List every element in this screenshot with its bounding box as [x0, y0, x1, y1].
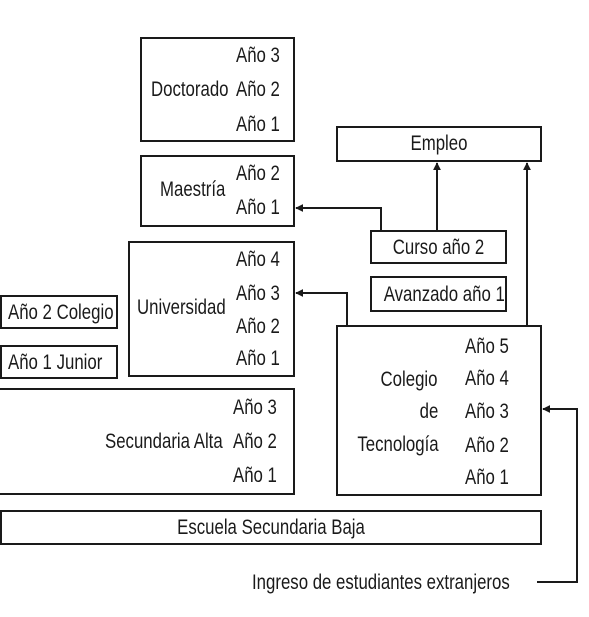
- arrow-curso-to-maestria: [295, 204, 382, 230]
- doctorado-year-3: Año 3: [236, 44, 280, 67]
- colegio-year-2-box: [0, 295, 118, 329]
- empleo-label: Empleo: [410, 132, 468, 155]
- junior-year-1-label: Año 1 Junior: [8, 351, 103, 374]
- universidad-year-4: Año 4: [236, 248, 280, 271]
- colegio-tecnologia-label-line-2: de: [419, 400, 439, 423]
- colegio-tecnologia-year-4: Año 4: [465, 367, 509, 390]
- arrow-colegio-tecnologia-to-universidad: [295, 289, 348, 325]
- secundaria-baja-label: Escuela Secundaria Baja: [177, 516, 365, 539]
- doctorado-year-1: Año 1: [236, 113, 280, 136]
- colegio-tecnologia-box: [336, 325, 542, 496]
- empleo-box: [336, 126, 542, 162]
- avanzado-box: [370, 276, 507, 312]
- maestria-year-2: Año 2: [236, 162, 280, 185]
- universidad-year-3: Año 3: [236, 282, 280, 305]
- junior-year-1-box: [0, 345, 118, 379]
- curso-label: Curso año 2: [392, 236, 485, 259]
- universidad-year-1: Año 1: [236, 347, 280, 370]
- universidad-year-2: Año 2: [236, 315, 280, 338]
- doctorado-label: Doctorado: [151, 78, 229, 101]
- colegio-tecnologia-year-5: Año 5: [465, 335, 509, 358]
- colegio-tecnologia-label-line-1: Colegio: [380, 368, 438, 391]
- curso-box: [370, 230, 507, 264]
- arrow-ingreso-to-colegio-tecnologia: [537, 405, 578, 583]
- maestria-box: [140, 155, 295, 227]
- universidad-label: Universidad: [137, 296, 226, 319]
- maestria-year-1: Año 1: [236, 196, 280, 219]
- secundaria-alta-year-2: Año 2: [233, 430, 277, 453]
- ingreso-label: Ingreso de estudiantes extranjeros: [252, 571, 510, 594]
- avanzado-label: Avanzado año 1: [383, 283, 505, 306]
- secundaria-alta-box: [0, 388, 295, 495]
- secundaria-alta-label: Secundaria Alta: [105, 430, 223, 453]
- colegio-tecnologia-year-1: Año 1: [465, 466, 509, 489]
- maestria-label: Maestría: [160, 178, 226, 201]
- doctorado-box: [140, 37, 295, 142]
- secundaria-alta-year-3: Año 3: [233, 396, 277, 419]
- doctorado-year-2: Año 2: [236, 78, 280, 101]
- secundaria-baja-box: [0, 510, 542, 545]
- colegio-tecnologia-year-3: Año 3: [465, 400, 509, 423]
- secundaria-alta-year-1: Año 1: [233, 464, 277, 487]
- universidad-box: [128, 241, 295, 377]
- colegio-tecnologia-label-line-3: Tecnología: [357, 433, 439, 456]
- colegio-year-2-label: Año 2 Colegio: [8, 301, 114, 324]
- colegio-tecnologia-year-2: Año 2: [465, 434, 509, 457]
